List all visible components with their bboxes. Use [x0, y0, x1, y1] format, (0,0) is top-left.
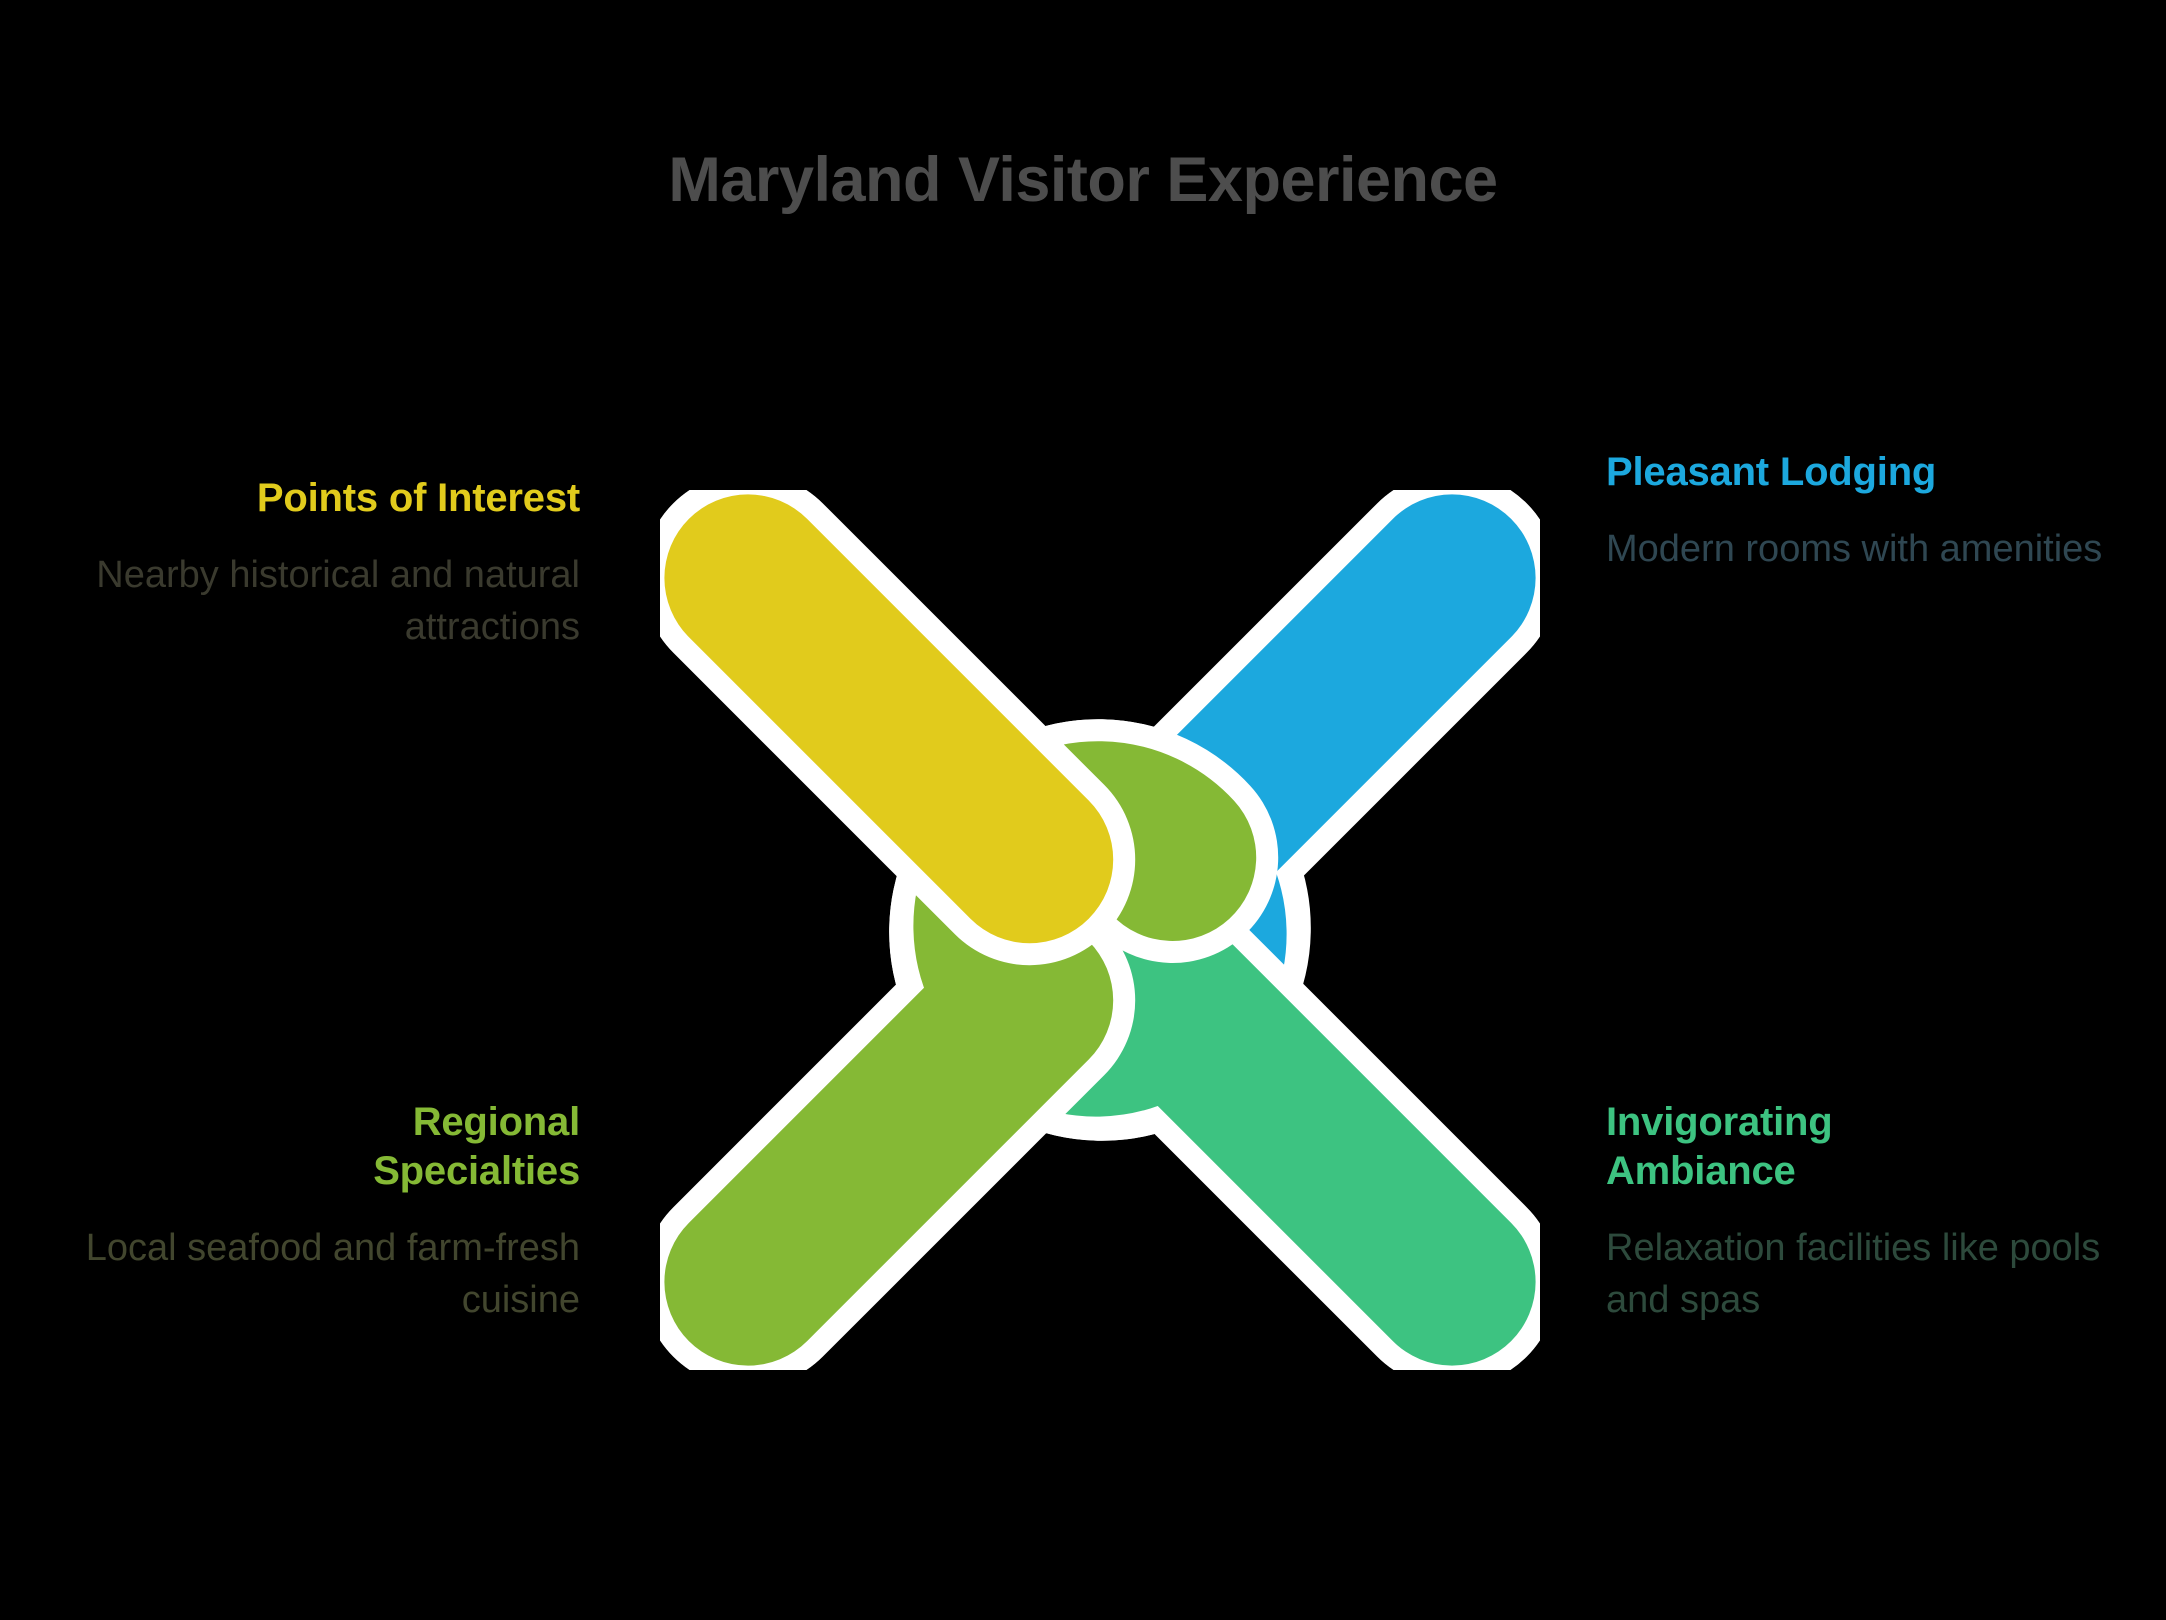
quadrant-top-right-heading: Pleasant Lodging — [1606, 450, 1937, 494]
spacer — [60, 1196, 580, 1222]
knot-svg — [660, 490, 1540, 1370]
quadrant-top-right-body: Modern rooms with amenities — [1606, 527, 2103, 570]
spacer — [1606, 1196, 2126, 1222]
quadrant-bottom-right-body: Relaxation facilities like pools and spa… — [1606, 1226, 2101, 1322]
page-title: Maryland Visitor Experience — [668, 145, 1498, 215]
spacer — [1606, 497, 2126, 523]
celtic-knot-graphic — [660, 490, 1540, 1370]
heading-line-1: Regional — [412, 1100, 581, 1144]
quadrant-bottom-left-heading: Regional Specialties — [60, 1098, 580, 1196]
quadrant-bottom-left: Regional Specialties Local seafood and f… — [60, 1098, 580, 1326]
quadrant-bottom-right-heading: Invigorating Ambiance — [1606, 1098, 2126, 1196]
quadrant-top-left-heading: Points of Interest — [256, 476, 580, 520]
spacer — [60, 523, 580, 549]
quadrant-bottom-left-body: Local seafood and farm-fresh cuisine — [85, 1226, 580, 1322]
heading-line-1: Invigorating — [1606, 1100, 1833, 1144]
quadrant-bottom-right: Invigorating Ambiance Relaxation facilit… — [1606, 1098, 2126, 1326]
knot-weave-closure — [660, 490, 1136, 966]
heading-line-2: Ambiance — [1606, 1148, 1796, 1193]
quadrant-top-left-body: Nearby historical and natural attraction… — [96, 553, 580, 649]
heading-line-2: Specialties — [373, 1148, 580, 1193]
quadrant-top-left: Points of Interest Nearby historical and… — [60, 474, 580, 654]
quadrant-top-right: Pleasant Lodging Modern rooms with ameni… — [1606, 448, 2126, 575]
